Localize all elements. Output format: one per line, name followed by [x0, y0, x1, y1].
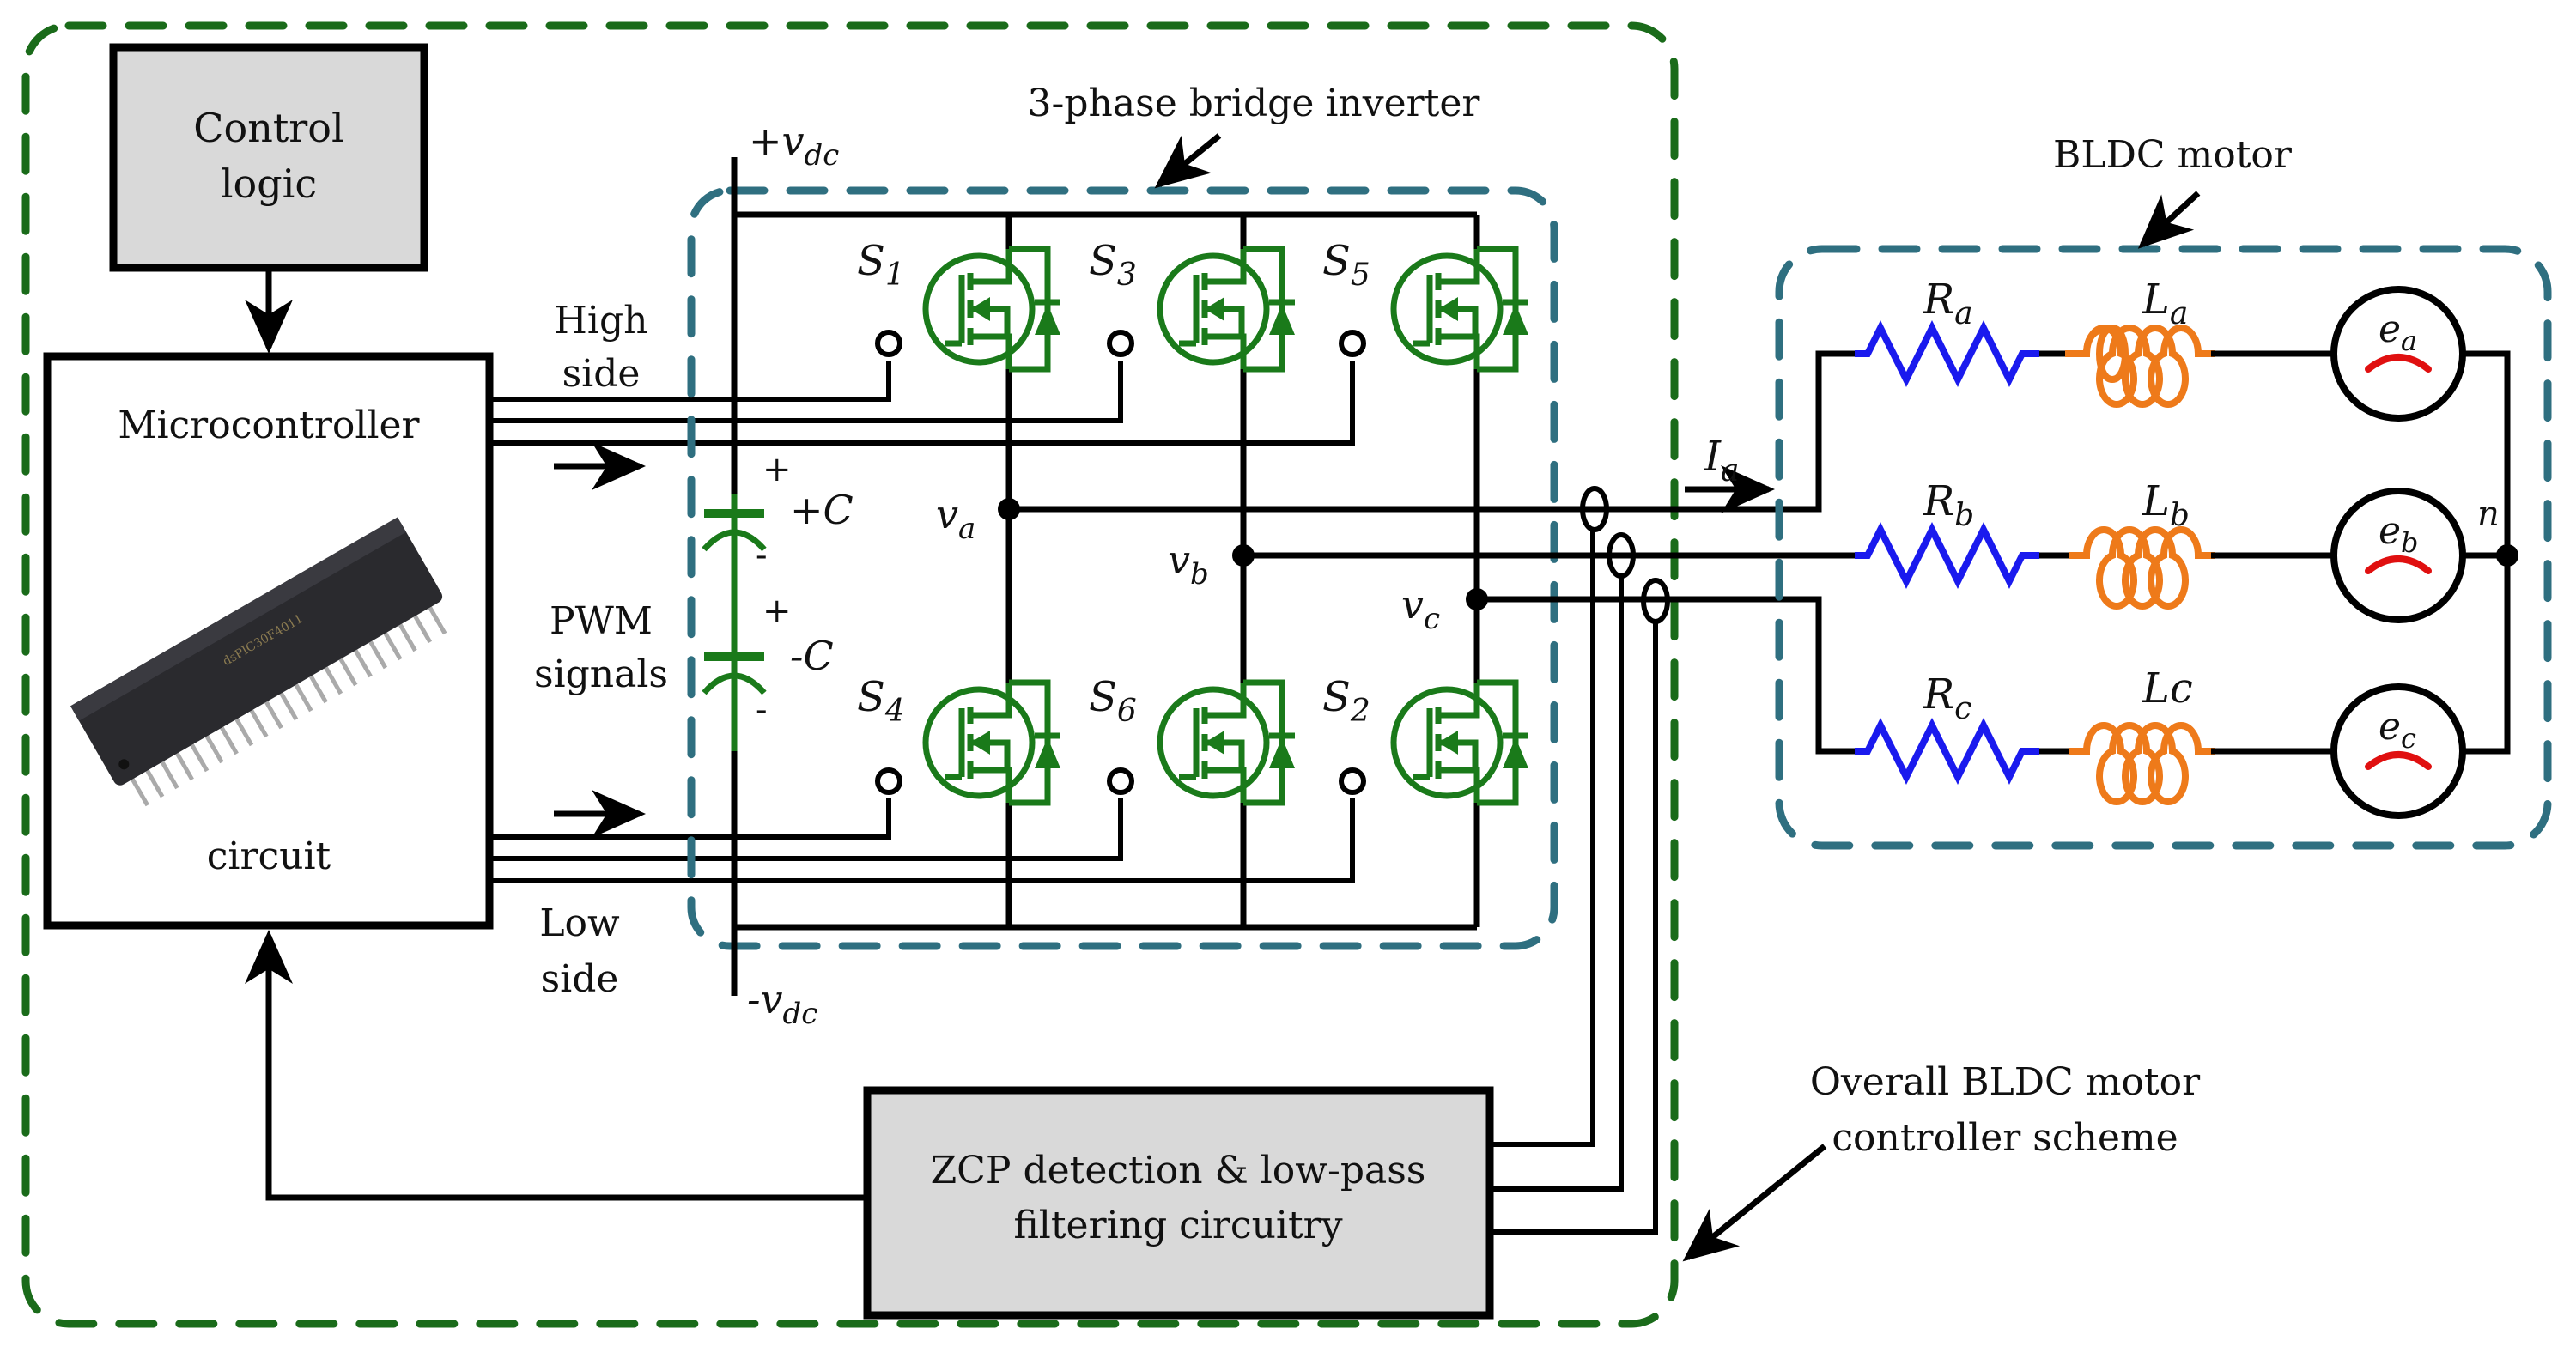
node-label-va: va: [936, 491, 975, 546]
neutral-node: [2496, 544, 2518, 567]
current-label: Ia: [1704, 433, 1739, 488]
cap-neg-label: -C: [790, 633, 834, 679]
pwm-label-1: PWM: [550, 599, 653, 643]
inverter-title-arrow: [1154, 133, 1222, 189]
resistor-label-a: Ra: [1923, 276, 1973, 331]
current-sensors: [1490, 486, 1670, 1235]
overall-label-1: Overall BLDC motor: [1810, 1060, 2201, 1104]
switch-label-s4: S4: [857, 673, 905, 729]
control-logic-block: [109, 43, 428, 272]
cap-plus-1: +: [762, 450, 792, 489]
motor-phase-c: [1855, 683, 2466, 819]
zcp-filter-block: [863, 1086, 1494, 1320]
emf-label-c: ec: [2379, 705, 2416, 755]
switch-s4-icon: [875, 683, 1060, 803]
emf-label-b: eb: [2379, 509, 2419, 559]
cap-plus-2: +: [762, 592, 792, 631]
neutral-label: n: [2477, 494, 2500, 534]
high-side-label-2: side: [562, 352, 641, 396]
switch-s5-icon: [1339, 249, 1528, 369]
switch-s6-icon: [1107, 683, 1295, 803]
inductor-label-b: Lb: [2142, 477, 2190, 533]
switch-s3-icon: [1107, 249, 1295, 369]
resistor-label-b: Rb: [1923, 477, 1974, 533]
switch-label-s3: S3: [1089, 237, 1137, 293]
resistor-label-c: Rc: [1923, 670, 1971, 726]
pwm-label-2: signals: [534, 652, 668, 696]
overall-label-2: controller scheme: [1832, 1116, 2178, 1160]
motor-phase-b: [1855, 488, 2507, 623]
low-side-label-2: side: [541, 957, 619, 1001]
phase-a-line: [1009, 350, 1859, 513]
dc-link-capacitors: [702, 494, 767, 751]
cap-minus-2: -: [756, 690, 768, 730]
vdc-negative-label: -vdc: [747, 976, 817, 1031]
cap-pos-label: +C: [790, 487, 854, 533]
cap-minus-1: -: [756, 536, 768, 575]
motor-title-arrow: [2137, 191, 2201, 249]
switch-label-s2: S2: [1322, 673, 1370, 729]
switch-label-s5: S5: [1322, 237, 1370, 293]
zcp-label-1: ZCP detection & low-pass: [931, 1149, 1426, 1192]
switch-label-s1: S1: [857, 237, 905, 293]
feedback-line: [245, 930, 867, 1201]
control-logic-label-2: logic: [221, 161, 317, 207]
motor-phase-a: [1855, 286, 2511, 755]
inductor-label-c: Lc: [2142, 664, 2193, 713]
switch-s1-icon: [875, 249, 1060, 369]
high-side-label-1: High: [555, 299, 648, 343]
low-side-label-1: Low: [539, 901, 620, 945]
inverter-boundary: [687, 186, 1558, 950]
emf-label-a: ea: [2379, 307, 2417, 357]
node-label-vc: vc: [1401, 581, 1440, 636]
overall-controller-boundary: [21, 21, 1679, 1328]
overall-arrow: [1682, 1144, 1827, 1262]
switch-s2-icon: [1339, 683, 1528, 803]
vdc-positive-label: +vdc: [749, 118, 839, 173]
microcontroller-label: Microcontroller: [118, 403, 420, 447]
motor-title: BLDC motor: [2053, 133, 2293, 177]
zcp-label-2: filtering circuitry: [1013, 1204, 1342, 1247]
microcontroller-chip-icon: dsPIC30F4011: [70, 517, 447, 807]
control-logic-label-1: Control: [193, 105, 343, 151]
switch-label-s6: S6: [1089, 673, 1137, 729]
high-side-gate-lines: [489, 361, 1355, 446]
phase-c-line: [1477, 596, 1859, 755]
low-side-gate-lines: [489, 798, 1355, 883]
circuit-label: circuit: [207, 834, 331, 878]
inverter-title: 3-phase bridge inverter: [1028, 82, 1481, 125]
node-label-vb: vb: [1168, 537, 1209, 592]
inductor-label-a: La: [2142, 276, 2188, 331]
